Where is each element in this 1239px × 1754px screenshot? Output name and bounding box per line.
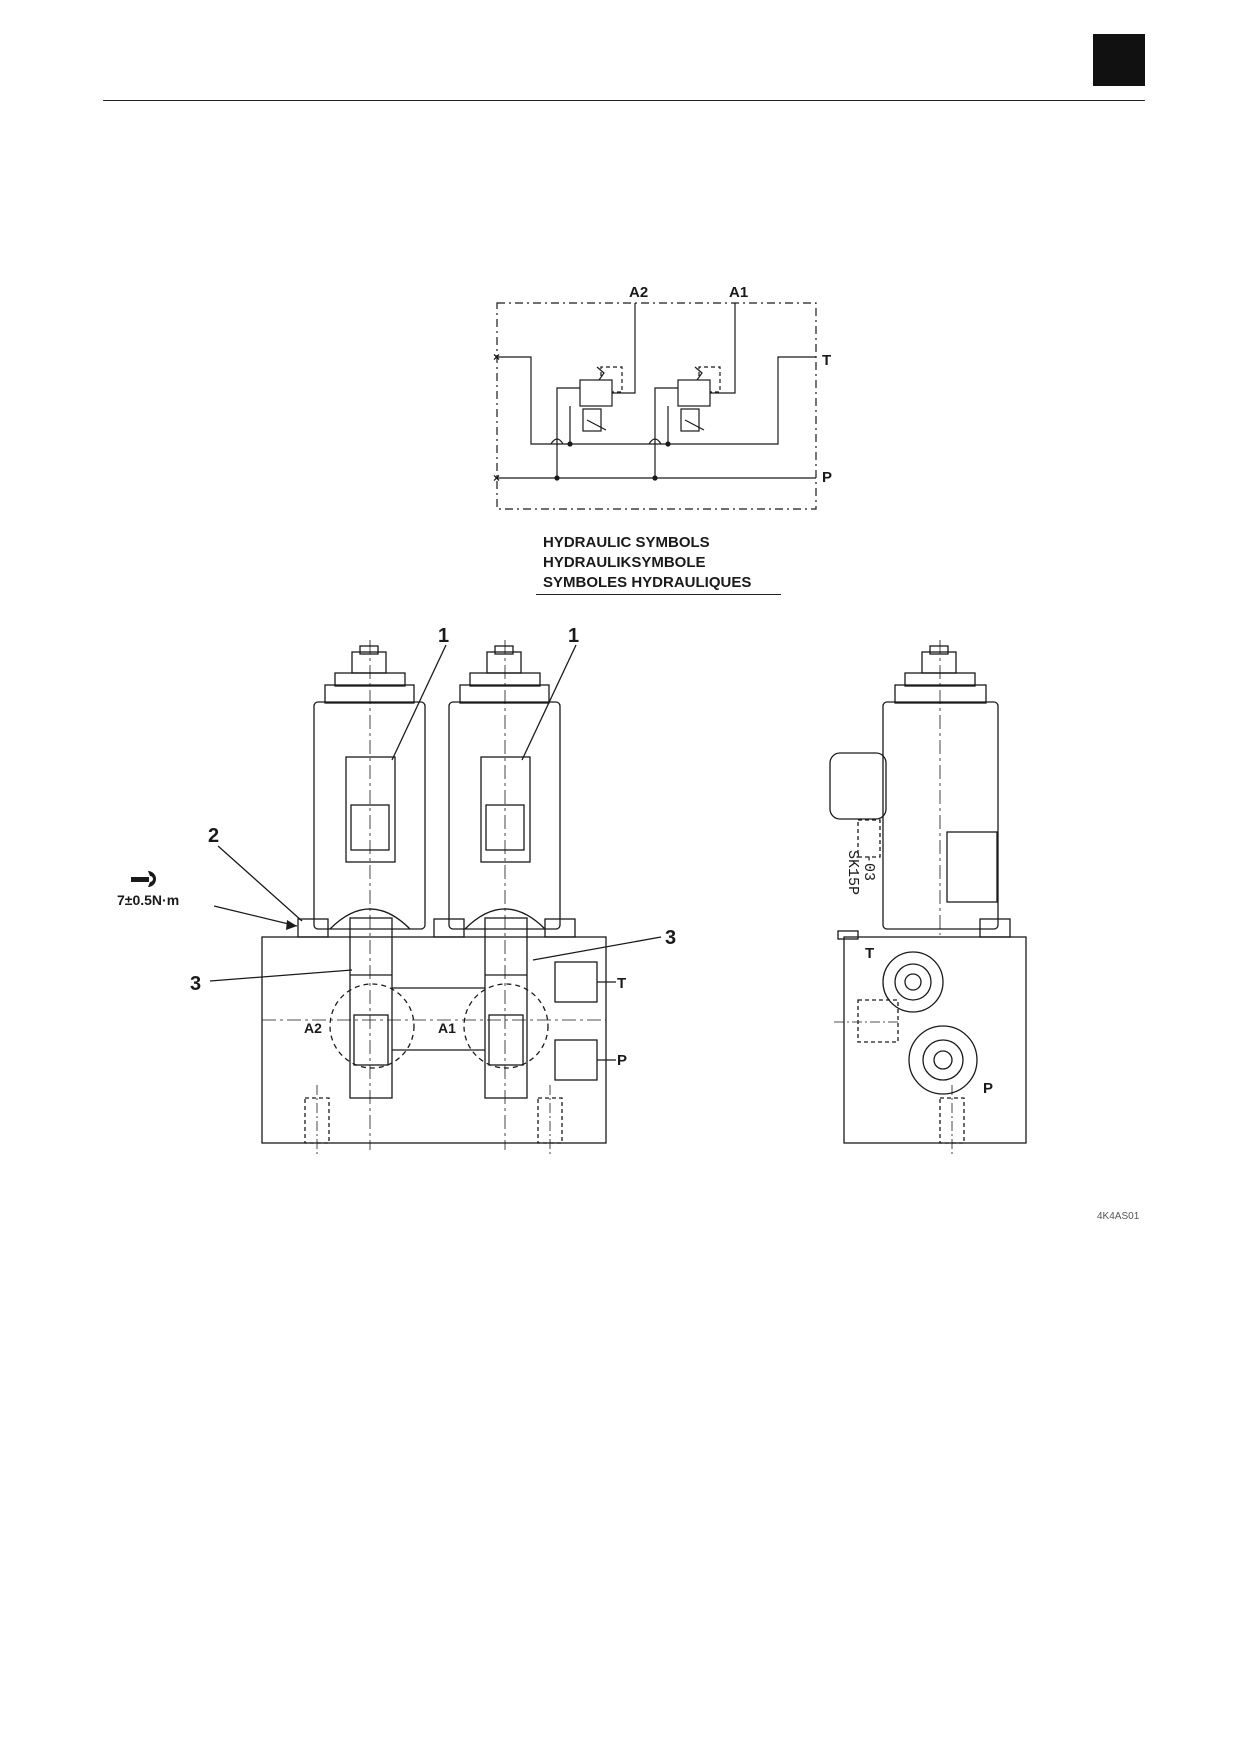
callout-3-left: 3 [190,973,201,995]
caption-line-fr: SYMBOLES HYDRAULIQUES [543,574,752,591]
caption-underline [536,594,781,595]
front-port-t: T [617,975,626,992]
schematic-port-p: P [822,469,832,486]
torque-arrowhead [286,920,297,930]
side-connector [829,752,887,820]
svg-text:×: × [493,350,500,364]
stamp-line-2: -03 [860,854,877,881]
schematic-port-a2: A2 [629,284,648,301]
front-port-p: P [617,1052,627,1069]
torque-spec: 7±0.5N·m [117,892,180,908]
side-port-t: T [865,945,874,962]
leader-torque [213,905,298,927]
callout-2: 2 [208,825,219,847]
figure-reference: 4K4AS01 [1097,1211,1140,1222]
side-stamp: SK15P -03 [844,850,877,895]
schematic-caption: HYDRAULIC SYMBOLS HYDRAULIKSYMBOLE SYMBO… [543,533,751,593]
hydraulic-schematic: × × [493,302,817,510]
leader-2 [217,845,303,922]
leader-1-left [391,644,447,761]
leader-3-right [532,936,662,961]
side-port-p: P [983,1080,993,1097]
caption-line-de: HYDRAULIKSYMBOLE [543,554,706,571]
callout-1-left: 1 [438,625,449,647]
header-rule [103,100,1145,101]
solenoid-right [448,701,561,930]
side-body [843,936,1027,1144]
callout-3-right: 3 [665,927,676,949]
leader-3-left [209,969,353,982]
stamp-line-1: SK15P [844,850,861,895]
front-assembly-view [209,640,662,1155]
svg-text:×: × [493,471,500,485]
side-assembly-view [829,640,1027,1155]
solenoid-left [313,701,426,930]
schematic-port-t: T [822,352,831,369]
front-port-a2: A2 [304,1020,322,1036]
callout-1-right: 1 [568,625,579,647]
front-port-a1: A1 [438,1020,456,1036]
schematic-port-a1: A1 [729,284,748,301]
section-tab-marker [1093,34,1145,86]
leader-1-right [521,644,577,761]
caption-line-en: HYDRAULIC SYMBOLS [543,534,710,551]
schematic-boundary [496,302,817,510]
wrench-icon [131,871,156,887]
side-solenoid [882,701,999,930]
